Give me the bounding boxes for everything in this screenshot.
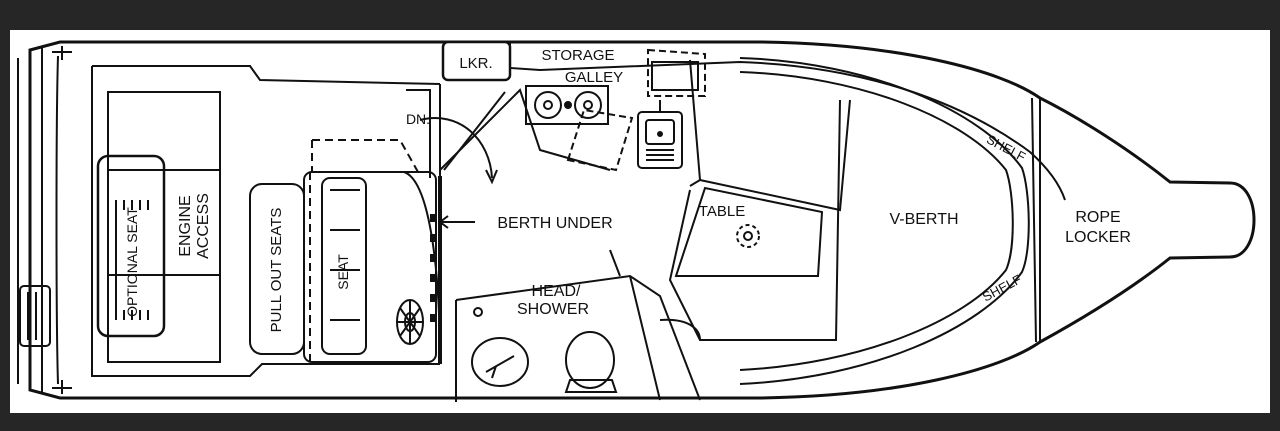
head-label: HEAD/	[532, 283, 581, 300]
locker-box	[441, 40, 512, 82]
transom	[17, 48, 59, 392]
seat-label: SEAT	[335, 254, 351, 290]
optional-seat-label: OPTIONAL SEAT	[124, 207, 140, 317]
table-pedestal-icon	[736, 224, 760, 248]
galley-label: GALLEY	[565, 69, 623, 86]
bow-lines	[659, 98, 1041, 342]
toilet-icon	[564, 331, 618, 393]
head-fixture	[473, 307, 483, 317]
lkr-label: LKR.	[459, 55, 492, 72]
cabin-walls	[439, 59, 851, 402]
down-arrow-icon	[406, 89, 498, 229]
rope-label: ROPE	[1075, 209, 1120, 226]
galley-counter	[525, 48, 706, 172]
inner-deck-line	[91, 42, 1066, 385]
cleat-icon	[52, 46, 72, 394]
head-sink-icon	[471, 337, 529, 387]
access-label: ACCESS	[195, 193, 212, 259]
stove-burner-icon	[534, 91, 602, 119]
shower-label: SHOWER	[517, 301, 589, 318]
sink-icon	[637, 100, 683, 169]
cockpit	[96, 91, 221, 363]
pull-out-seats-label: PULL OUT SEATS	[268, 208, 285, 333]
hull-outline	[28, 40, 1256, 400]
engine-label: ENGINE	[177, 195, 194, 256]
dn-label: DN.	[406, 111, 430, 127]
v-berth-label: V-BERTH	[889, 211, 958, 228]
berth-under-label: BERTH UNDER	[497, 215, 612, 232]
helm-wheel-icon	[396, 299, 424, 345]
locker-label: LOCKER	[1065, 229, 1131, 246]
table-label: TABLE	[699, 203, 745, 220]
storage-label: STORAGE	[541, 47, 614, 64]
